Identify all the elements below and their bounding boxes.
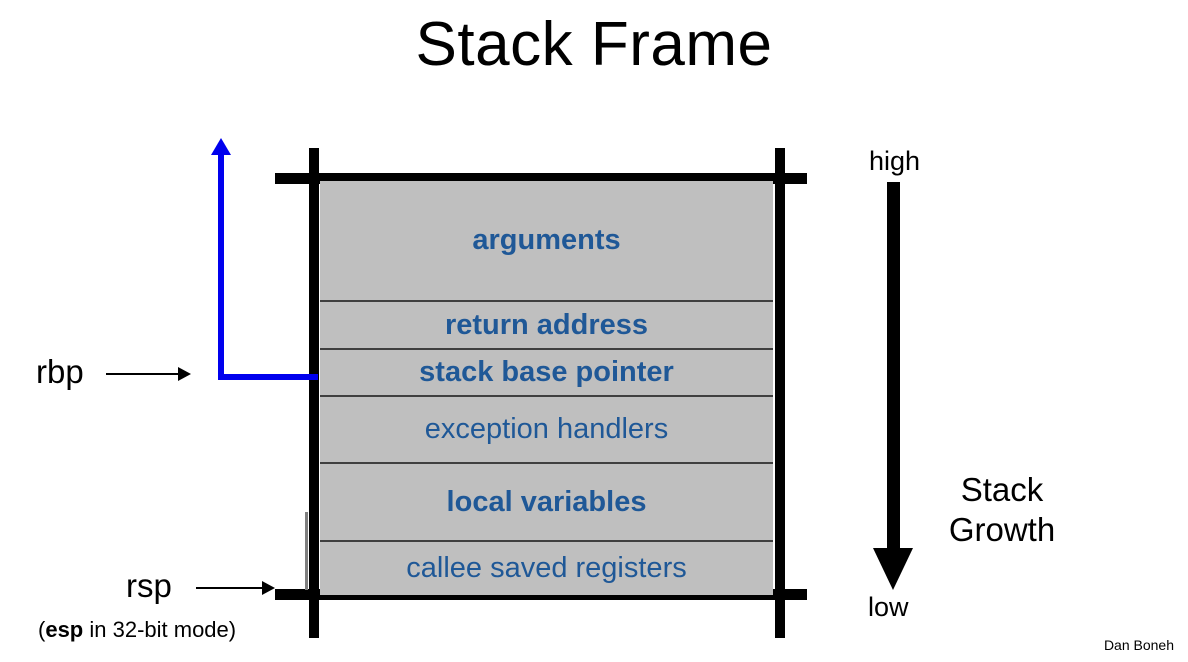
rbp-pointer-horizontal-segment [218,374,318,380]
stack-cell-return-address: return address [320,302,773,350]
frame-right-rule [775,148,785,638]
stack-growth-label: Stack Growth [912,470,1092,550]
stack-growth-arrow-shaft [887,182,900,554]
rbp-arrow-shaft [106,373,180,375]
memory-low-label: low [868,592,909,622]
page-title: Stack Frame [415,10,773,79]
rsp-arrow-shaft [196,587,264,589]
rbp-pointer-vertical-segment [218,152,224,380]
rbp-arrow-head-icon [178,367,191,381]
rbp-label: rbp [36,353,84,390]
stack-cell-arguments: arguments [320,181,773,302]
stack-growth-label-line2: Growth [948,511,1056,548]
frame-left-rule [309,148,319,638]
attribution-text: Dan Boneh [1103,637,1174,653]
esp-note-prefix: ( [38,617,46,642]
esp-note: (esp in 32-bit mode) [38,617,236,643]
esp-note-suffix: in 32-bit mode) [83,617,237,642]
stack-cell-stack-base-pointer: stack base pointer [320,350,773,397]
esp-note-register: esp [45,617,84,642]
frame-left-grey-tick [305,512,308,590]
stack-growth-label-line1: Stack [960,471,1044,508]
stack-cell-exception-handlers: exception handlers [320,397,773,464]
stack-growth-arrowhead-icon [873,548,913,590]
rbp-pointer-arrowhead-icon [211,138,231,155]
frame-top-rule [275,173,807,184]
rsp-arrow-head-icon [262,581,275,595]
memory-high-label: high [869,146,921,176]
stack-cell-callee-saved-registers: callee saved registers [320,542,773,595]
stack-frame-table: arguments return address stack base poin… [320,181,773,595]
stack-cell-local-variables: local variables [320,464,773,542]
rsp-label: rsp [126,567,172,604]
